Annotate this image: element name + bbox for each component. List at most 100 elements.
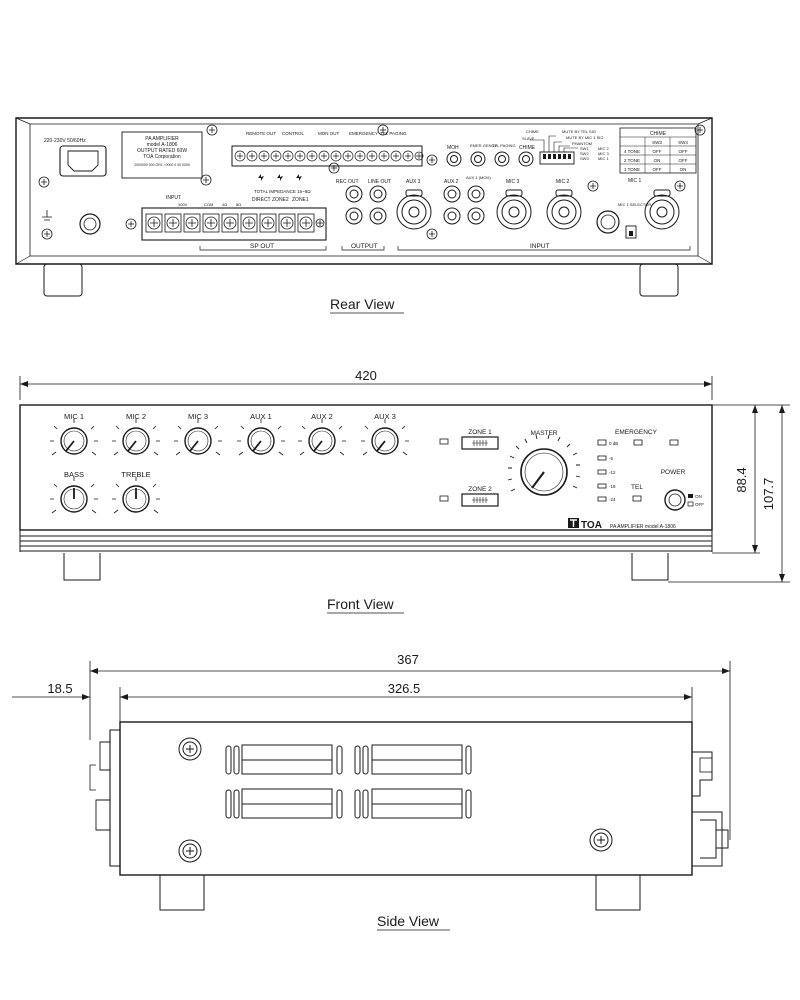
rear-view-caption: Rear View — [330, 296, 395, 312]
rca-output-jacks — [345, 185, 387, 225]
aux2-rear-label: AUX 2 — [444, 179, 459, 185]
master-label: MASTER — [530, 430, 557, 437]
impedance-label: TOTAL IMPEDANCE 16~8Ω — [254, 189, 311, 194]
front-foot-left — [63, 553, 101, 581]
mic3-rear-label: MIC 3 — [506, 179, 520, 185]
knob-bass[interactable]: BASS — [50, 470, 98, 514]
chime-table-cell: ON — [680, 167, 687, 172]
zone2-label: ZONE 2 — [468, 486, 492, 493]
knob-mic2[interactable]: MIC 2 — [112, 412, 160, 456]
side-foot-front — [159, 875, 205, 911]
knob-mic1[interactable]: MIC 1 — [50, 412, 98, 456]
rear-screw-icons — [38, 124, 706, 240]
rear-jack-profile — [692, 811, 729, 867]
plate-line-2: model A-1806 — [147, 142, 178, 148]
tel-label: TEL — [631, 484, 643, 491]
dip-switch-levers — [543, 154, 571, 159]
emergency-led — [633, 439, 643, 446]
knob-aux3[interactable]: AUX 3 — [361, 412, 409, 456]
knob-aux1[interactable]: AUX 1 — [237, 412, 285, 456]
mute-tel-label: MUTE BY TEL SIG — [562, 129, 596, 134]
side-foot-rear — [595, 875, 641, 911]
lightning-icon — [258, 174, 264, 181]
meter-led — [597, 496, 607, 502]
master-knob[interactable]: MASTER — [507, 430, 581, 496]
mic1-combo-jack — [644, 189, 680, 230]
toa-logo — [568, 518, 579, 528]
mic1-selector-jack — [596, 210, 620, 234]
zone1-button[interactable] — [461, 436, 499, 450]
tel-paging-jack-label: TEL PAGING — [492, 143, 516, 148]
knob-treble[interactable]: TREBLE — [112, 470, 160, 514]
chime-table-cell: OFF — [679, 158, 688, 163]
front-width-dimension — [19, 376, 713, 400]
zone1-label: ZONE 1 — [468, 429, 492, 436]
front-height-value-88: 88.4 — [734, 467, 749, 492]
knob-label: AUX 1 — [250, 412, 272, 421]
100v-label: 100V — [178, 202, 188, 207]
aux3-combo-jack — [396, 189, 432, 230]
lightning-icon — [277, 174, 283, 181]
meter-level-label: 0 dB — [609, 441, 618, 446]
front-vent-lines — [20, 529, 712, 552]
side-chassis — [119, 721, 693, 876]
sw1-label: SW1 — [580, 146, 589, 151]
dip-switch-leaders — [530, 135, 578, 152]
emergency-jack-label: EMER-GENCY — [470, 143, 497, 148]
sp-out-terminal-block — [141, 207, 327, 241]
side-length-dimension-326 — [12, 687, 693, 722]
chime-table-header: SW3 — [652, 140, 662, 145]
chime-table: CHIME SW3 SW4 4 TONE OFF OFF 2 TONE ON O… — [619, 127, 697, 174]
meter-level-label: -24 — [609, 497, 616, 502]
chime-table-cell: OFF — [653, 167, 662, 172]
tel-led — [632, 495, 642, 502]
side-screw-icons — [178, 737, 613, 863]
phantom-label: PHANTOM — [572, 141, 592, 146]
dip-switch-bank[interactable] — [539, 151, 575, 165]
knob-label: MIC 2 — [126, 412, 146, 421]
input-terminal-label: INPUT — [166, 195, 181, 201]
mic1-rear-label: MIC 1 — [628, 178, 642, 184]
chime-jack-label: CHIME — [519, 145, 536, 151]
zone2-led — [439, 495, 449, 502]
front-height-value-107: 107.7 — [761, 478, 776, 511]
knob-mic3[interactable]: MIC 3 — [174, 412, 222, 456]
zone1-led — [439, 438, 449, 445]
chime-table-cell: ON — [654, 158, 661, 163]
knob-label: MIC 1 — [64, 412, 84, 421]
side-length-value-367: 367 — [397, 652, 419, 667]
rear-connector-profile — [692, 751, 713, 797]
mute-mic1-label: MUTE BY MIC 1 SIG — [566, 135, 604, 140]
power-rating-label: 220-230V 50/60Hz — [44, 138, 86, 144]
chime-table-header: SW4 — [678, 140, 688, 145]
rear-foot-left — [43, 263, 83, 297]
meter-led — [597, 439, 607, 446]
chime-table-cell: 1 TONE — [624, 167, 640, 172]
emergency-terminal-label: EMERGENCY — [349, 131, 378, 136]
knob-label: AUX 2 — [311, 412, 333, 421]
lightning-icon — [296, 174, 302, 181]
power-off-label: OFF — [695, 502, 704, 507]
small-jacks — [446, 151, 534, 167]
chime-table-cell: OFF — [679, 149, 688, 154]
knob-aux2[interactable]: AUX 2 — [298, 412, 346, 456]
front-panel-edge — [109, 729, 120, 867]
zone2-button[interactable] — [461, 493, 499, 507]
front-foot-right — [631, 553, 669, 581]
model-label: PA AMPLIFIER model A-1806 — [610, 524, 676, 530]
meter-led — [597, 469, 607, 475]
remote-out-label: REMOTE OUT — [246, 131, 276, 136]
front-height-dimension-88 — [712, 404, 760, 554]
knob-label: BASS — [64, 470, 84, 479]
rec-out-label: REC OUT — [336, 179, 359, 185]
side-offset-value-18: 18.5 — [47, 681, 72, 696]
zone1-label: ZONE1 — [292, 197, 309, 203]
mic1-selector-label: MIC 1 SELECTOR — [618, 202, 651, 207]
meter-level-label: -18 — [609, 484, 616, 489]
side-view-caption: Side View — [377, 913, 440, 929]
power-button[interactable] — [664, 489, 686, 511]
sw-mic3-label: MIC 3 — [598, 151, 609, 156]
plate-line-5: 2000000 000 ORL / 0000 0 00 0000 — [134, 163, 190, 167]
slave-switch-label: SLAVE — [522, 136, 535, 141]
mic1-selector-switch[interactable] — [625, 225, 637, 239]
